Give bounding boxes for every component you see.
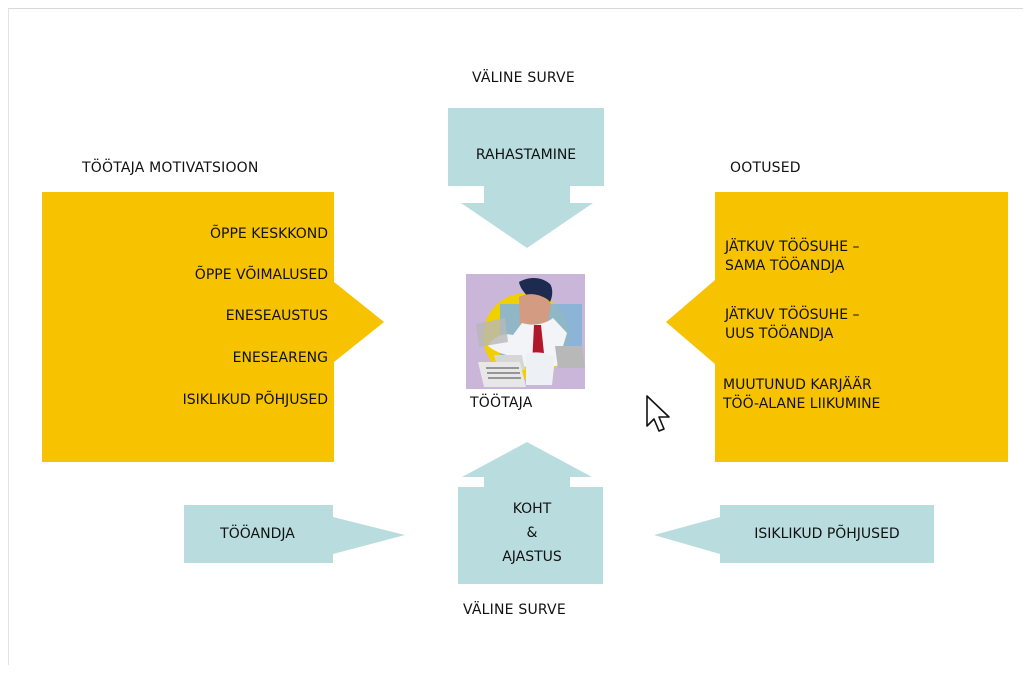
diagram-frame bbox=[8, 8, 1023, 665]
bottom-right-personal-reasons-arrow bbox=[654, 505, 934, 563]
right-item-2: JÄTKUV TÖÖSUHE – UUS TÖÖANDJA bbox=[725, 306, 860, 344]
bottom-left-employer-arrow bbox=[184, 505, 405, 563]
right-item-2-line-1: JÄTKUV TÖÖSUHE – UUS TÖÖANDJA bbox=[725, 307, 860, 342]
right-item-3: MUUTUNUD KARJÄÄR TÖÖ-ALANE LIIKUMINE bbox=[723, 376, 880, 414]
center-label: TÖÖTAJA bbox=[470, 395, 533, 411]
mouse-pointer-icon bbox=[646, 395, 670, 432]
right-item-1: JÄTKUV TÖÖSUHE – SAMA TÖÖANDJA bbox=[725, 238, 860, 276]
bottom-box-text-2: & bbox=[526, 525, 538, 541]
bottom-place-time-arrow bbox=[458, 442, 603, 584]
left-item-5: ISIKLIKUD PÕHJUSED bbox=[182, 392, 328, 408]
left-item-4: ENESEARENG bbox=[232, 350, 328, 366]
right-title: OOTUSED bbox=[730, 160, 801, 176]
top-funding-arrow bbox=[448, 108, 604, 248]
top-label: VÄLINE SURVE bbox=[472, 70, 575, 86]
right-bottom-box-text: ISIKLIKUD PÕHJUSED bbox=[754, 526, 900, 542]
left-item-1: ÕPPE KESKKOND bbox=[210, 226, 328, 242]
bottom-label: VÄLINE SURVE bbox=[463, 602, 566, 618]
bottom-box-text-1: KOHT bbox=[512, 501, 552, 517]
left-item-2: ÕPPE VÕIMALUSED bbox=[194, 267, 328, 283]
left-bottom-box-text: TÖÖANDJA bbox=[220, 526, 295, 542]
left-item-3: ENESEAUSTUS bbox=[225, 308, 328, 324]
left-motivation-arrow bbox=[42, 192, 384, 462]
left-title: TÖÖTAJA MOTIVATSIOON bbox=[82, 160, 259, 176]
bottom-box-text-3: AJASTUS bbox=[502, 549, 562, 565]
right-expectation-arrow bbox=[666, 192, 1008, 462]
right-item-3-line-1: MUUTUNUD KARJÄÄR TÖÖ-ALANE LIIKUMINE bbox=[723, 377, 881, 412]
left-motivation-list: ÕPPE KESKKOND ÕPPE VÕIMALUSED ENESEAUSTU… bbox=[108, 226, 328, 416]
worker-illustration-icon bbox=[466, 274, 585, 389]
right-item-1-line-1: JÄTKUV TÖÖSUHE – SAMA TÖÖANDJA bbox=[725, 239, 860, 274]
top-box-text: RAHASTAMINE bbox=[475, 147, 577, 163]
